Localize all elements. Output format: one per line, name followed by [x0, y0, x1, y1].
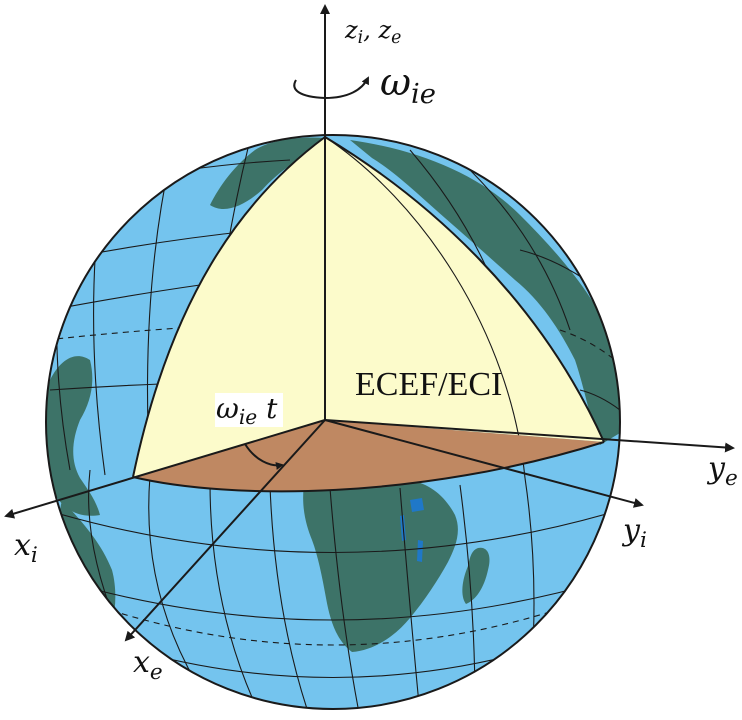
meridian-line	[399, 487, 421, 709]
z-axis-label: zi, ze	[344, 16, 401, 48]
land-asia	[350, 140, 620, 445]
x-e-label: xe	[133, 645, 163, 685]
frame-label: ECEF/ECI	[355, 366, 502, 403]
equator-edge	[132, 441, 605, 493]
cutaway-edge-left	[132, 136, 326, 478]
cutaway-plane-left	[133, 137, 325, 477]
tropic-line	[559, 329, 616, 361]
y-i-axis	[324, 419, 644, 508]
equatorial-plane	[133, 420, 604, 492]
parallel-line	[579, 389, 620, 411]
angle-arc-arrow-icon	[244, 443, 284, 470]
land-west-africa	[46, 356, 100, 516]
parallel-line	[59, 579, 607, 621]
x-i-label: xi	[14, 528, 38, 568]
globe	[45, 134, 621, 710]
angle-label-background	[215, 393, 283, 427]
land-madagascar	[462, 547, 490, 604]
meridian-line	[329, 487, 361, 709]
y-i-label: yi	[621, 513, 647, 553]
rotation-rate-label: ωie	[380, 60, 436, 110]
lake-malawi	[417, 540, 423, 562]
x-e-axis	[124, 419, 326, 642]
tropic-line	[79, 599, 587, 646]
meridian-line	[269, 485, 311, 709]
y-e-label: ye	[706, 451, 738, 491]
axes	[4, 4, 735, 642]
meridian-arc	[324, 136, 526, 479]
curved-rotation-arrow-icon	[293, 76, 369, 100]
parallel-line	[46, 509, 620, 553]
cutaway-edge-right	[324, 136, 605, 443]
land-africa	[303, 477, 458, 652]
y-e-axis	[324, 419, 735, 453]
lake-victoria	[410, 498, 424, 512]
x-i-axis	[4, 419, 326, 519]
parallel-line	[49, 383, 161, 391]
meridian-line	[209, 481, 261, 709]
tropic-line	[46, 327, 181, 341]
cutaway-plane-right	[325, 137, 604, 442]
rotation-angle-label: ωie t	[216, 392, 278, 429]
globe-outline	[45, 134, 621, 710]
meridian-line	[469, 169, 571, 331]
